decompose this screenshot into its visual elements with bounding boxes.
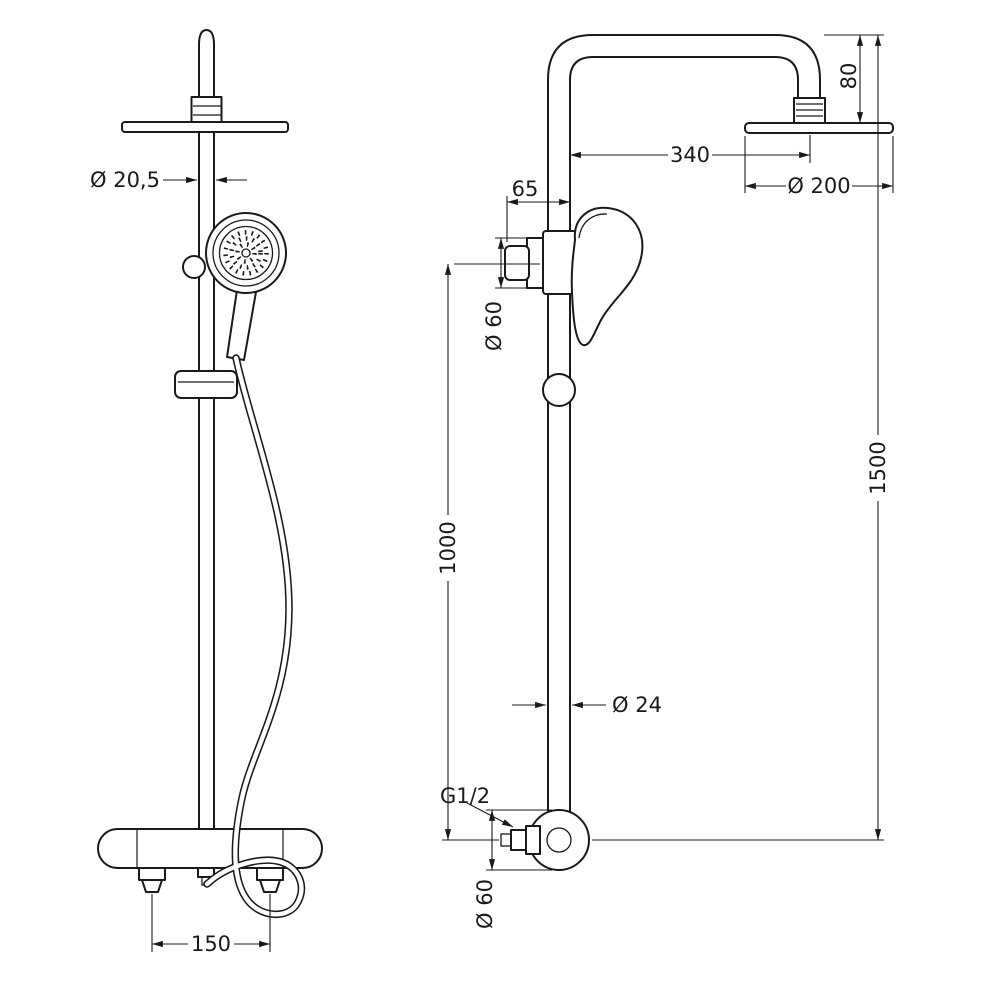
front-shower-hose (203, 354, 306, 919)
side-holder-bracket (504, 230, 577, 295)
side-hand-shower (570, 206, 644, 347)
dim-side-arm-reach-label: 340 (670, 143, 710, 167)
dim-side-head-diameter-label: Ø 200 (787, 174, 850, 198)
dim-front-inlet-spacing: 150 (151, 894, 271, 956)
dim-side-bracket-diameter-label: Ø 60 (482, 301, 506, 351)
front-hand-shower-handle (226, 289, 257, 361)
dim-front-pipe-diameter: Ø 20,5 (90, 168, 247, 192)
dim-side-total-height-label: 1500 (866, 441, 890, 494)
front-view: Ø 20,5 150 (90, 29, 323, 956)
front-hand-shower-face (205, 212, 287, 294)
dim-side-head-drop-label: 80 (837, 63, 861, 90)
dim-front-pipe-diameter-label: Ø 20,5 (90, 168, 160, 192)
dim-side-head-diameter: Ø 200 (744, 136, 894, 198)
dim-side-head-drop: 80 (824, 34, 884, 124)
side-head-connector (793, 97, 826, 124)
front-slider-bracket (174, 370, 238, 399)
dim-side-valve-diameter-label: Ø 60 (473, 879, 497, 929)
side-slider-knob (542, 373, 576, 407)
front-holder-knob (182, 255, 206, 279)
dim-side-bracket-depth: 65 (506, 177, 571, 242)
dim-side-inlet-thread: G1/2 (440, 784, 514, 828)
side-shower-head-plate (744, 122, 894, 134)
front-riser-pipe (198, 29, 215, 831)
dim-front-inlet-spacing-label: 150 (191, 932, 231, 956)
dim-side-bracket-diameter: Ø 60 (482, 237, 530, 351)
dim-side-pipe-diameter: Ø 24 (512, 693, 662, 717)
front-head-connector (190, 96, 223, 124)
dim-side-valve-diameter: Ø 60 (473, 809, 552, 929)
side-view: 80 340 Ø 200 65 Ø 60 (436, 34, 894, 929)
dim-side-inlet-thread-label: G1/2 (440, 784, 490, 808)
dim-side-arm-reach: 340 (569, 135, 811, 167)
side-riser-pipe (547, 34, 821, 813)
dim-side-pipe-diameter-label: Ø 24 (612, 693, 662, 717)
dim-side-bracket-height: 1000 (436, 263, 540, 841)
front-shower-head-plate (121, 121, 289, 133)
dim-side-bracket-depth-label: 65 (512, 177, 539, 201)
side-mixer-valve (500, 809, 590, 871)
dim-side-total-height: 1500 (592, 34, 890, 841)
dim-side-bracket-height-label: 1000 (436, 521, 460, 574)
